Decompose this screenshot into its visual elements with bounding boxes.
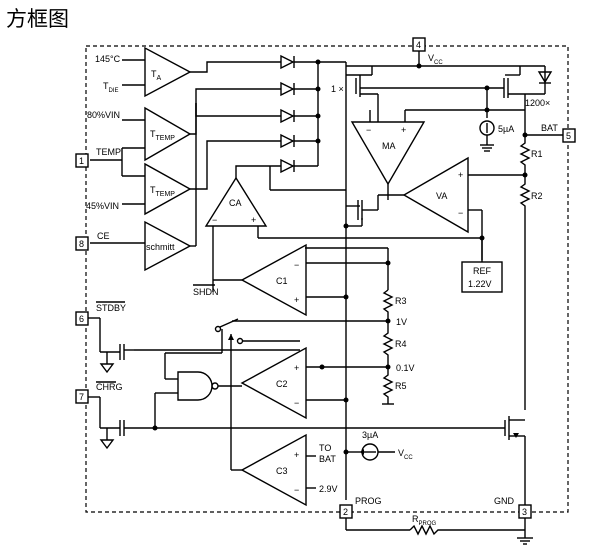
c1-label: C1 xyxy=(276,276,288,286)
ttemp-amplifier-2 xyxy=(144,162,192,216)
ca-label: CA xyxy=(229,198,242,208)
svg-text:1: 1 xyxy=(79,156,84,166)
svg-text:6: 6 xyxy=(79,314,84,324)
c2-label: C2 xyxy=(276,379,288,389)
shdn-label: SHDN xyxy=(193,287,219,297)
input-ce: CE xyxy=(97,231,110,241)
schmitt-label: schmitt xyxy=(146,242,175,252)
svg-text:+: + xyxy=(294,450,299,460)
svg-text:−: − xyxy=(294,260,299,270)
prog-label: PROG xyxy=(355,496,382,506)
svg-text:5: 5 xyxy=(566,131,571,141)
to-label: TO xyxy=(319,443,331,453)
input-tdie: TDIE xyxy=(103,81,119,94)
v29-label: 2.9V xyxy=(319,484,338,494)
bat-label: BAT xyxy=(541,123,558,133)
rprog-label: RPROG xyxy=(412,514,437,527)
vcc-src-label: VCC xyxy=(398,448,413,461)
svg-text:7: 7 xyxy=(79,392,84,402)
r2-label: R2 xyxy=(531,191,543,201)
c3-label: C3 xyxy=(276,466,288,476)
svg-text:−: − xyxy=(294,398,299,408)
ca-amplifier xyxy=(204,176,268,227)
nand-gate xyxy=(177,371,213,401)
c3-comparator xyxy=(240,433,307,507)
pin-5 xyxy=(562,128,576,143)
svg-text:4: 4 xyxy=(416,40,421,50)
schmitt-trigger xyxy=(144,220,192,272)
pin-1 xyxy=(75,153,89,168)
c2-comparator xyxy=(240,346,307,420)
va-label: VA xyxy=(436,191,447,201)
power-fet-1200x: 1200× xyxy=(525,98,550,108)
va-amplifier xyxy=(402,156,469,234)
current-3ua: 3µA xyxy=(362,430,378,440)
svg-text:+: + xyxy=(458,170,463,180)
svg-text:+: + xyxy=(251,215,256,225)
chrg-label: CHRG xyxy=(96,382,123,392)
svg-text:+: + xyxy=(294,363,299,373)
to-bat-label: BAT xyxy=(319,454,336,464)
sense-fet-1x: 1 × xyxy=(331,84,344,94)
input-80vin: 80%VIN xyxy=(87,110,120,120)
ttemp1-label: TTEMP xyxy=(150,129,175,142)
ta-amplifier xyxy=(144,46,192,98)
stdby-label: STDBY xyxy=(96,303,126,313)
r4-label: R4 xyxy=(395,339,407,349)
svg-text:−: − xyxy=(212,215,217,225)
svg-text:8: 8 xyxy=(79,239,84,249)
ta-label: TA xyxy=(151,69,162,82)
ttemp-amplifier-1 xyxy=(144,106,192,162)
page-title: 方框图 xyxy=(6,7,69,31)
input-45vin: 45%VIN xyxy=(86,201,119,211)
input-145c: 145°C xyxy=(95,54,121,64)
c1-comparator xyxy=(240,243,307,317)
current-5ua: 5µA xyxy=(498,124,514,134)
svg-text:+: + xyxy=(294,295,299,305)
svg-text:2: 2 xyxy=(343,507,348,517)
r5-label: R5 xyxy=(395,381,407,391)
ref-block xyxy=(461,261,503,293)
pin-8 xyxy=(75,236,89,251)
ref-line2: 1.22V xyxy=(468,279,492,289)
vcc-top-label: VCC xyxy=(428,53,443,66)
chip-outline xyxy=(85,45,569,513)
r3-label: R3 xyxy=(395,296,407,306)
ref-line1: REF xyxy=(473,266,492,276)
gnd-label: GND xyxy=(494,496,515,506)
r1-label: R1 xyxy=(531,149,543,159)
ttemp2-label: TTEMP xyxy=(150,185,175,198)
ref-01v-label: 0.1V xyxy=(396,363,415,373)
ref-1v-label: 1V xyxy=(396,317,407,327)
svg-text:−: − xyxy=(366,125,371,135)
input-temp: TEMP xyxy=(96,147,121,157)
svg-text:3: 3 xyxy=(522,507,527,517)
svg-text:−: − xyxy=(294,485,299,495)
ma-amplifier xyxy=(350,121,426,186)
ma-label: MA xyxy=(382,141,396,151)
svg-text:−: − xyxy=(458,208,463,218)
svg-text:+: + xyxy=(401,125,406,135)
